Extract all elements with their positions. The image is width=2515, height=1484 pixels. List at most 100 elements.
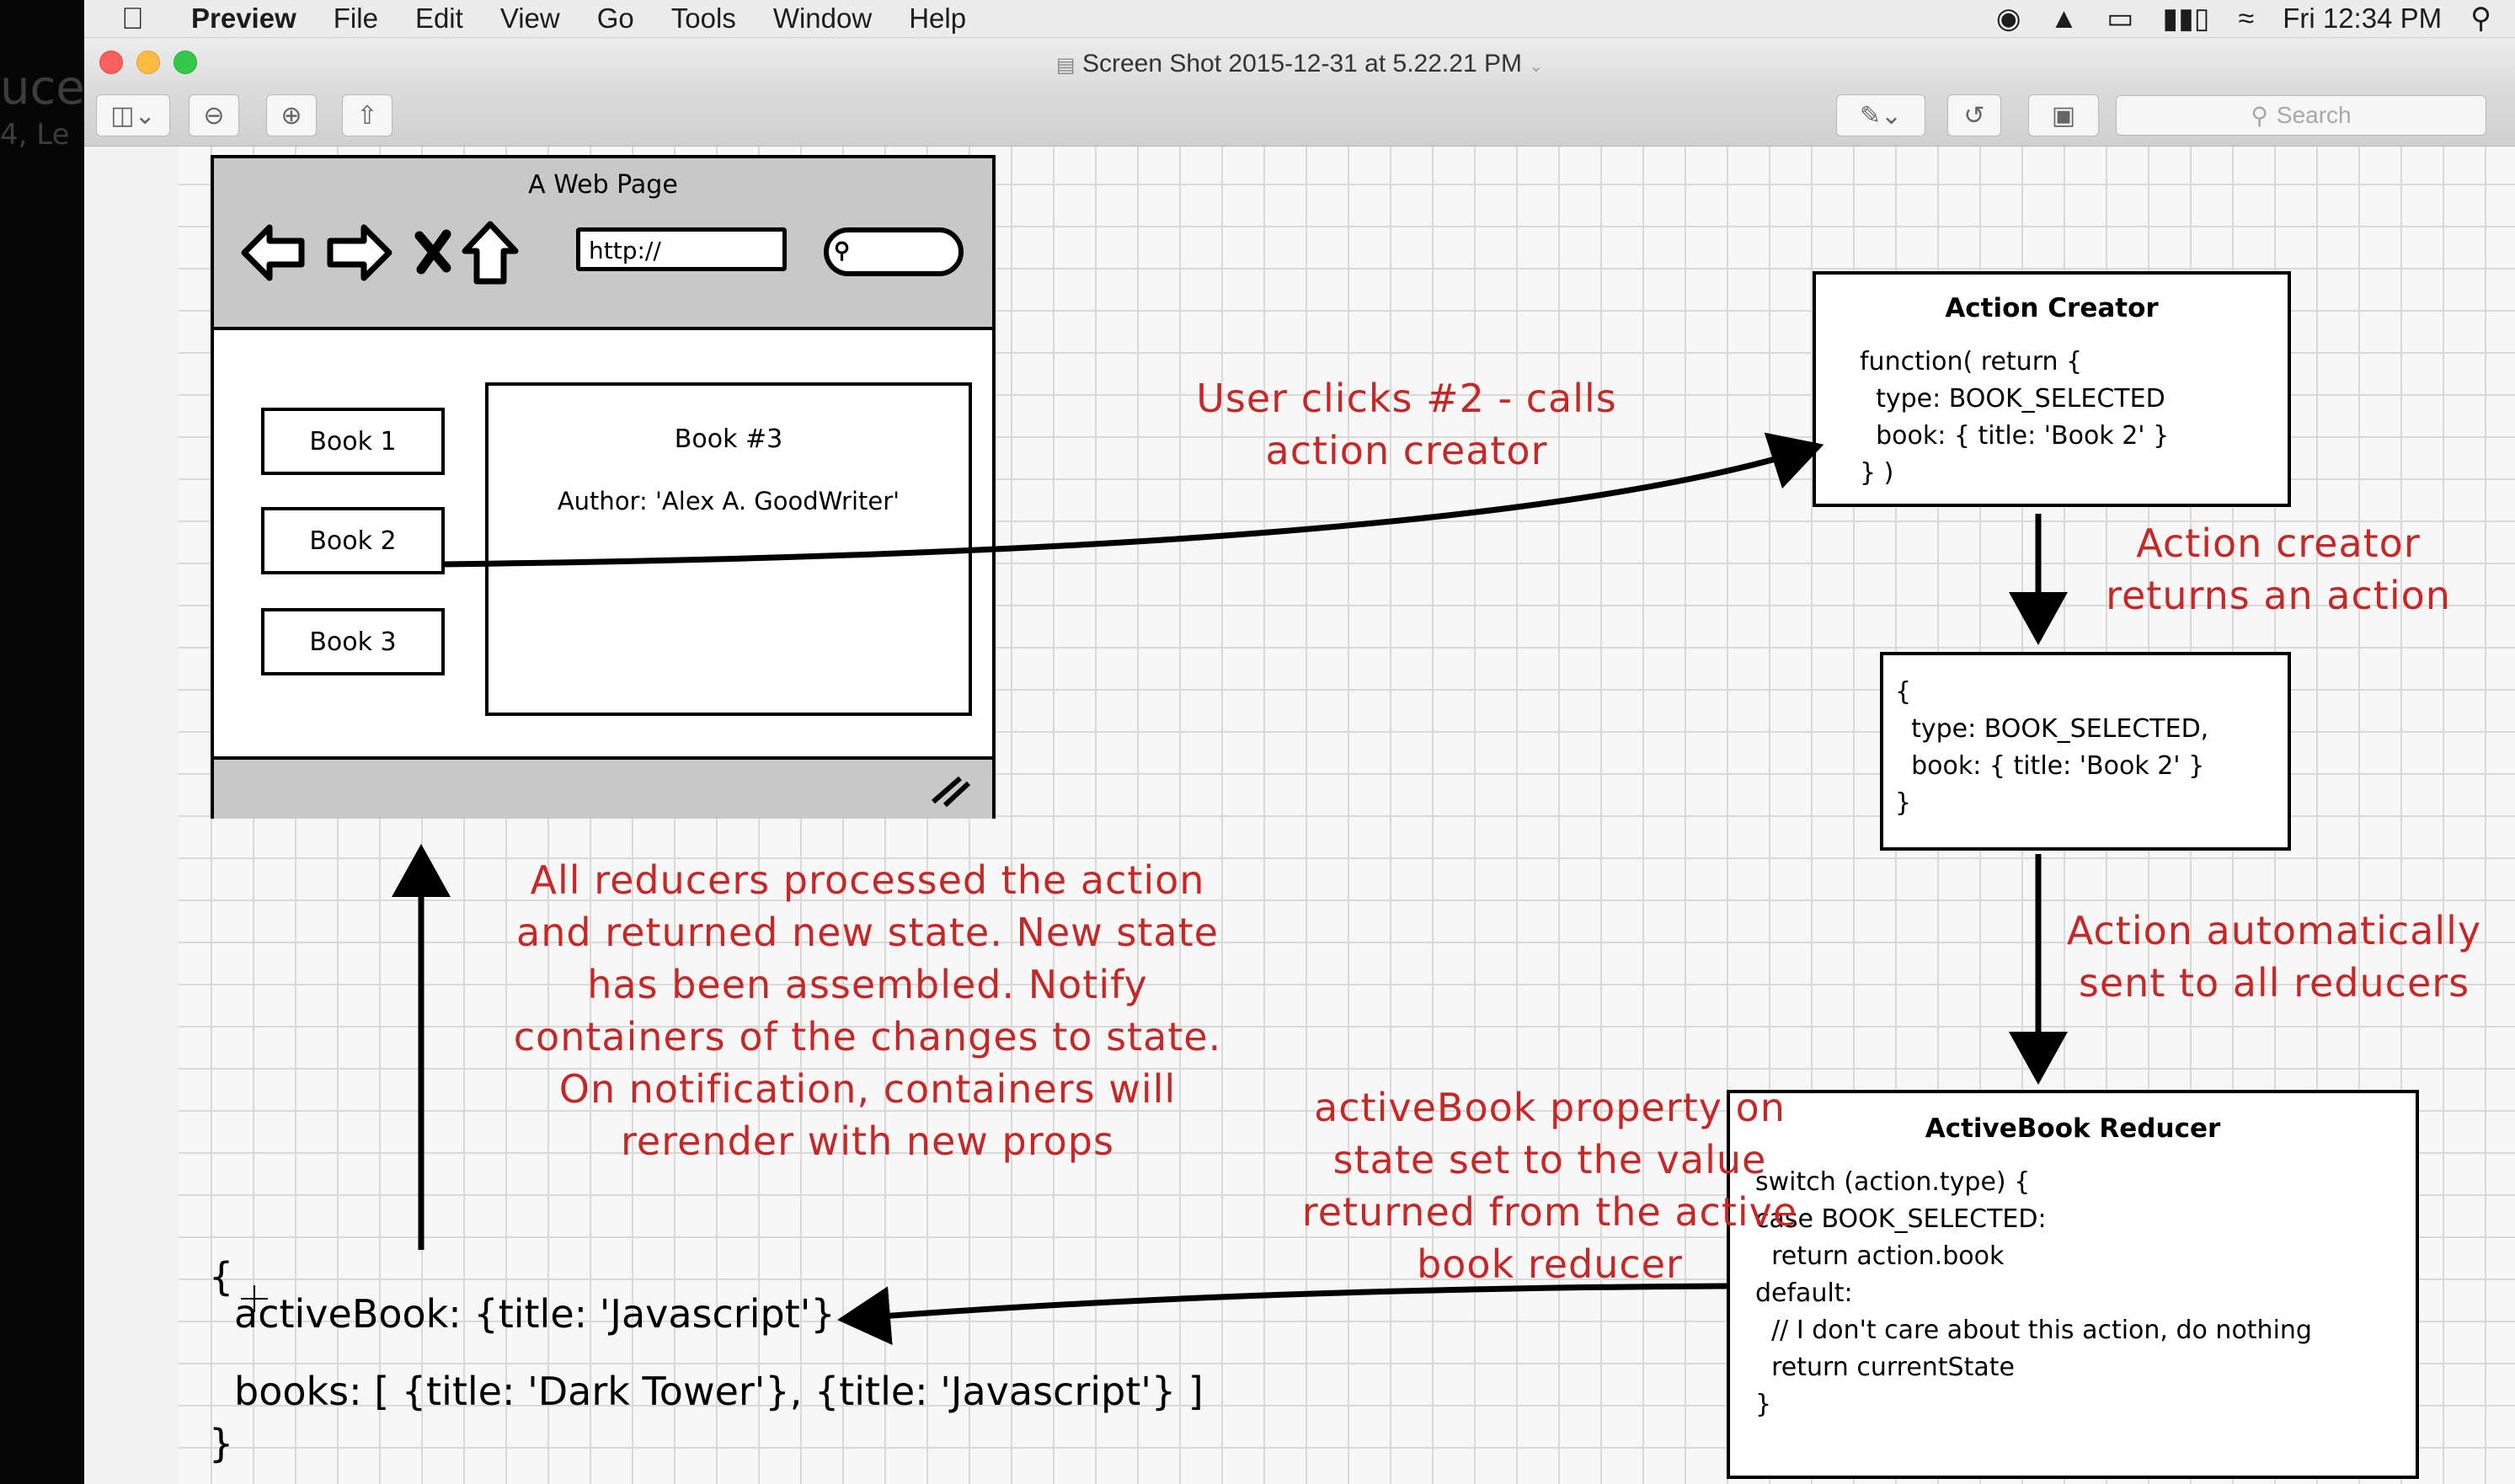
code-line: book: { title: 'Book 2' }	[1895, 751, 2205, 781]
note-line: and returned new state. New state	[516, 910, 1219, 955]
action-creator-box: Action Creator function( return { type: …	[1813, 271, 2291, 507]
book-button[interactable]: Book 1	[261, 408, 445, 475]
ghost-text: 4, Le	[0, 118, 70, 152]
airplay-icon[interactable]: ▭	[2107, 3, 2134, 35]
rotate-button[interactable]: ↺	[1947, 94, 2001, 136]
browser-chrome: A Web Page http:// ⚲	[214, 158, 992, 330]
crosshair-cursor-icon	[241, 1285, 268, 1312]
code-line: type: BOOK_SELECTED	[1860, 384, 2165, 414]
action-object-box: { type: BOOK_SELECTED, book: { title: 'B…	[1880, 652, 2291, 851]
note-line: has been assembled. Notify	[587, 962, 1148, 1007]
menu-help[interactable]: Help	[886, 3, 966, 34]
note-line: activeBook property on	[1314, 1085, 1786, 1130]
window-title[interactable]: Screen Shot 2015-12-31 at 5.22.21 PM	[1081, 50, 1522, 77]
background-app-strip: ucer 4, Le	[0, 0, 84, 1484]
magnifier-icon: ⚲	[834, 238, 851, 263]
home-icon	[462, 221, 519, 285]
arrow-reducer-to-state	[837, 1283, 1727, 1346]
sidebar-icon: ◫⌄	[110, 101, 156, 130]
note-line: containers of the changes to state.	[513, 1014, 1222, 1060]
note-line: All reducers processed the action	[530, 857, 1205, 903]
chevron-down-icon[interactable]: ⌄	[1529, 57, 1544, 76]
drive-icon[interactable]: ▲	[2049, 2, 2079, 35]
search-icon: ⚲	[2251, 102, 2268, 129]
markup-button[interactable]: ✎⌄	[1836, 94, 1925, 136]
share-icon: ⇧	[356, 101, 378, 130]
close-window-button[interactable]	[99, 51, 123, 74]
toolbox-icon: ▣	[2051, 101, 2076, 130]
note-line: Action automatically	[2066, 908, 2482, 953]
url-bar[interactable]: http://	[576, 227, 787, 271]
menu-bar:  Preview File Edit View Go Tools Window…	[84, 0, 2515, 38]
resize-grip-icon	[932, 776, 971, 808]
note-line: book reducer	[1417, 1241, 1683, 1287]
code-line: switch (action.type) {	[1755, 1167, 2031, 1197]
action-creator-code: function( return { type: BOOK_SELECTED b…	[1860, 344, 2169, 492]
note-line: returns an action	[2106, 573, 2451, 618]
zoom-in-button[interactable]: ⊕	[266, 94, 317, 136]
menu-app-name[interactable]: Preview	[168, 3, 296, 34]
zoom-in-icon: ⊕	[280, 101, 302, 130]
share-button[interactable]: ⇧	[342, 94, 392, 136]
code-line: default:	[1755, 1278, 1853, 1308]
sidebar-toggle-button[interactable]: ◫⌄	[96, 94, 170, 136]
menu-edit[interactable]: Edit	[392, 3, 463, 34]
search-input[interactable]: ⚲ Search	[2116, 95, 2486, 136]
note-line: action creator	[1265, 428, 1548, 473]
document-icon: ▤	[1055, 54, 1076, 77]
note-line: rerender with new props	[621, 1118, 1114, 1164]
record-icon[interactable]: ◉	[1995, 3, 2021, 35]
state-brace-open: {	[209, 1254, 234, 1300]
reducer-code: switch (action.type) { case BOOK_SELECTE…	[1755, 1164, 2312, 1423]
code-line: type: BOOK_SELECTED,	[1895, 714, 2209, 744]
toolbar: ◫⌄ ⊖ ⊕ ⇧ ✎⌄ ↺ ▣ ⚲ Search	[84, 88, 2515, 147]
note-line: Action creator	[2136, 520, 2421, 566]
note-line: state set to the value	[1332, 1137, 1767, 1182]
book-detail-title: Book #3	[674, 424, 783, 454]
wifi-icon[interactable]: ≈	[2238, 2, 2255, 35]
pen-icon: ✎⌄	[1859, 101, 1903, 130]
forward-arrow-icon	[327, 224, 392, 281]
menu-file[interactable]: File	[310, 3, 378, 34]
state-books: books: [ {title: 'Dark Tower'}, {title: …	[234, 1369, 1204, 1414]
apple-menu-icon[interactable]: 	[121, 1, 144, 36]
note-active-book-property: activeBook property on state set to the …	[1289, 1081, 1811, 1290]
zoom-window-button[interactable]	[174, 51, 197, 74]
minimize-window-button[interactable]	[136, 51, 160, 74]
window-title-row: ▤ Screen Shot 2015-12-31 at 5.22.21 PM ⌄	[84, 50, 2515, 78]
markup-toolbox-button[interactable]: ▣	[2028, 94, 2099, 136]
book-button[interactable]: Book 2	[261, 507, 445, 574]
action-object-code: { type: BOOK_SELECTED, book: { title: 'B…	[1895, 674, 2208, 822]
menu-view[interactable]: View	[477, 3, 560, 34]
note-line: returned from the active	[1301, 1189, 1798, 1235]
zoom-out-icon: ⊖	[203, 101, 225, 130]
menu-tools[interactable]: Tools	[648, 3, 736, 34]
browser-status-bar	[214, 756, 992, 819]
back-arrow-icon	[241, 224, 305, 281]
rotate-icon: ↺	[1963, 101, 1985, 130]
book-detail-author: Author: 'Alex A. GoodWriter'	[557, 487, 900, 515]
menu-go[interactable]: Go	[574, 3, 634, 34]
status-area: ◉ ▲ ▭ ▮▮▯ ≈ Fri 12:34 PM ⚲	[1996, 0, 2491, 37]
document-canvas[interactable]: A Web Page http:// ⚲ Book 1 Book 2 Book …	[84, 147, 2515, 1484]
code-line: }	[1755, 1390, 1772, 1419]
preview-app-window:  Preview File Edit View Go Tools Window…	[84, 0, 2515, 1484]
battery-icon[interactable]: ▮▮▯	[2162, 3, 2210, 35]
stop-icon	[414, 229, 451, 275]
code-line: } )	[1860, 458, 1894, 488]
spotlight-search-icon[interactable]: ⚲	[2470, 3, 2491, 35]
state-brace-close: }	[209, 1421, 234, 1466]
code-line: book: { title: 'Book 2' }	[1860, 421, 2170, 451]
diagram-arrows	[241, 432, 2068, 1346]
book-button[interactable]: Book 3	[261, 608, 445, 675]
note-returns-action: Action creator returns an action	[2080, 517, 2476, 622]
clock[interactable]: Fri 12:34 PM	[2283, 3, 2443, 34]
browser-search-box[interactable]: ⚲	[824, 227, 964, 276]
note-line: User clicks #2 - calls	[1196, 376, 1617, 421]
note-user-clicks: User clicks #2 - calls action creator	[1162, 372, 1651, 477]
code-line: }	[1895, 788, 1912, 818]
menu-window[interactable]: Window	[750, 3, 872, 34]
note-reducers-processed: All reducers processed the action and re…	[463, 854, 1272, 1167]
book-detail-panel: Book #3 Author: 'Alex A. GoodWriter'	[485, 382, 972, 716]
zoom-out-button[interactable]: ⊖	[189, 94, 239, 136]
